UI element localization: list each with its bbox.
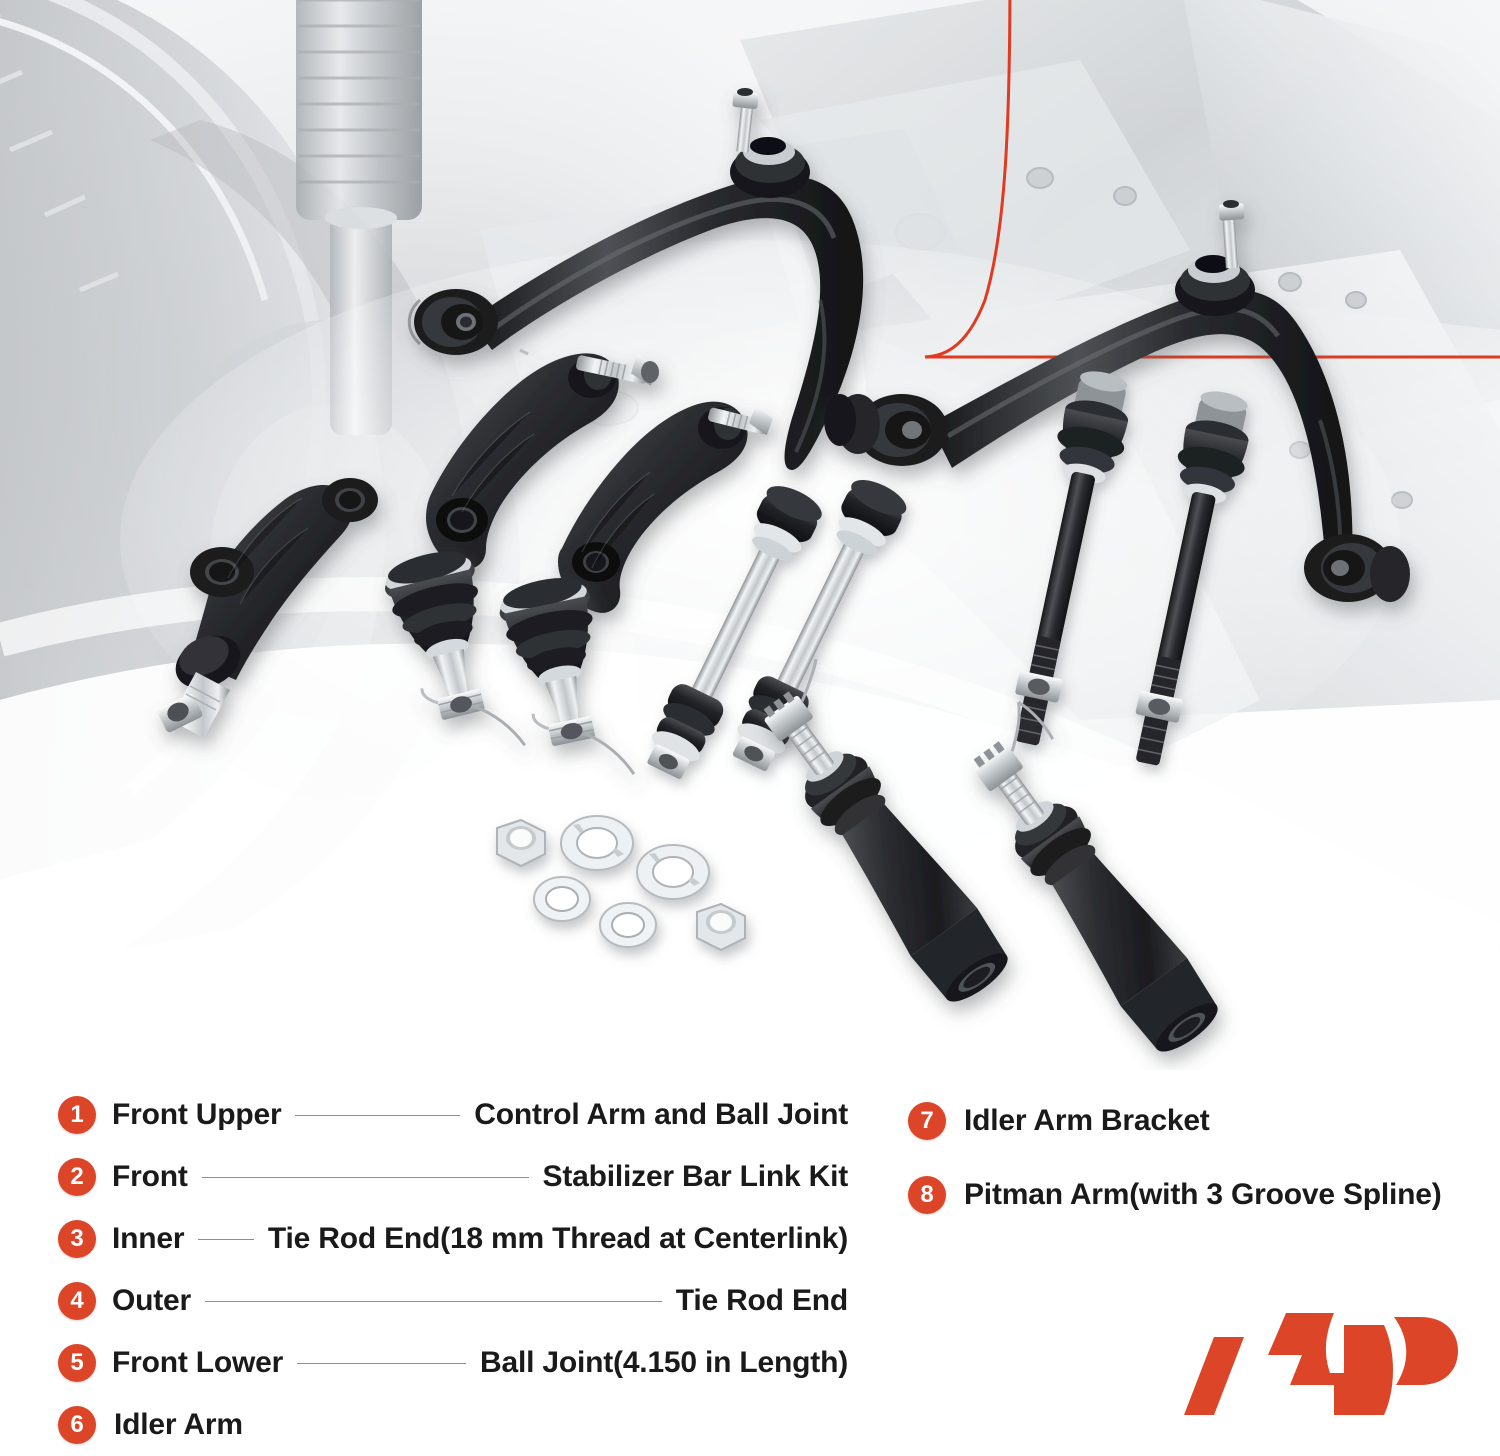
front-upper-control-arm-right	[824, 200, 1410, 602]
legend-badge-6: 6	[58, 1406, 96, 1444]
legend-label-1-pre: Front Upper	[112, 1098, 282, 1131]
legend-label-3-post: Tie Rod End(18 mm Thread at Centerlink)	[267, 1222, 848, 1255]
front-upper-control-arm-left	[407, 88, 864, 470]
legend-label-1-post: Control Arm and Ball Joint	[474, 1098, 848, 1131]
legend-badge-1: 1	[58, 1096, 96, 1134]
legend-label-6-pre: Idler Arm	[114, 1408, 243, 1441]
idler-arm-eye	[190, 547, 254, 597]
legend-rule-3	[198, 1238, 254, 1240]
pitman-arm-stud	[519, 348, 659, 398]
control-arm-ball-joint	[1175, 200, 1255, 316]
legend-label-2-post: Stabilizer Bar Link Kit	[542, 1160, 849, 1193]
idler-arm-eye	[322, 478, 378, 522]
product-photo	[0, 0, 1500, 1070]
outer-tie-rod-end-2	[973, 700, 1218, 1052]
hardware-washer-1	[533, 876, 591, 922]
legend-left-column: 1 Front Upper Control Arm and Ball Joint…	[58, 1084, 848, 1456]
legend-badge-7: 7	[908, 1102, 946, 1140]
inner-tie-rod-end-2	[1135, 391, 1249, 766]
legend-item-6: 6 Idler Arm	[58, 1394, 848, 1456]
legend-label-5-post: Ball Joint(4.150 in Length)	[480, 1346, 848, 1379]
inner-tie-rod-end-1	[1015, 371, 1129, 746]
control-arm-bushing	[407, 289, 498, 355]
legend-item-4: 4 Outer Tie Rod End	[58, 1270, 848, 1332]
hardware-hex-nut-1	[496, 818, 546, 868]
idler-arm-stud	[157, 635, 241, 738]
control-arm-ball-joint	[730, 88, 810, 198]
stabilizer-bar-link-2	[732, 479, 907, 771]
legend-label-3-pre: Inner	[112, 1222, 185, 1255]
front-lower-ball-joint-2	[499, 578, 636, 775]
legend-label-4-post: Tie Rod End	[675, 1284, 848, 1317]
front-lower-ball-joint-1	[384, 551, 527, 747]
legend-label-2-pre: Front	[112, 1160, 188, 1193]
legend-badge-2: 2	[58, 1158, 96, 1196]
legend-rule-2	[201, 1176, 529, 1178]
brand-logo-icon	[1184, 1313, 1458, 1415]
legend-label-5-pre: Front Lower	[112, 1346, 284, 1379]
legend-badge-4: 4	[58, 1282, 96, 1320]
control-arm-bushing	[1304, 534, 1410, 602]
legend-item-1: 1 Front Upper Control Arm and Ball Joint	[58, 1084, 848, 1146]
legend-badge-8: 8	[908, 1176, 946, 1214]
legend-rule-5	[297, 1362, 467, 1364]
legend-item-8: 8 Pitman Arm(with 3 Groove Spline)	[908, 1158, 1468, 1232]
outer-tie-rod-end-1	[763, 658, 1008, 1002]
idler-arm-bracket	[558, 401, 773, 613]
legend-right-column: 7 Idler Arm Bracket 8 Pitman Arm(with 3 …	[908, 1084, 1468, 1232]
parts-legend: 1 Front Upper Control Arm and Ball Joint…	[0, 1070, 1500, 1444]
parts-layer	[157, 88, 1410, 1052]
legend-item-3: 3 Inner Tie Rod End(18 mm Thread at Cent…	[58, 1208, 848, 1270]
stabilizer-bar-link-1	[647, 486, 822, 779]
legend-label-8-pre: Pitman Arm(with 3 Groove Spline)	[964, 1178, 1442, 1211]
legend-label-4-pre: Outer	[112, 1284, 192, 1317]
legend-badge-3: 3	[58, 1220, 96, 1258]
pitman-arm	[426, 348, 659, 570]
legend-rule-1	[295, 1114, 461, 1116]
legend-item-7: 7 Idler Arm Bracket	[908, 1084, 1468, 1158]
legend-label-7-pre: Idler Arm Bracket	[964, 1104, 1210, 1137]
hardware-hex-nut-2	[696, 902, 746, 952]
hardware-washer-2	[599, 902, 657, 948]
legend-rule-4	[205, 1300, 662, 1302]
legend-item-5: 5 Front Lower Ball Joint(4.150 in Length…	[58, 1332, 848, 1394]
idler-arm	[157, 478, 378, 738]
hardware-tab-washer-2	[636, 844, 710, 900]
hardware-tab-washer-1	[560, 815, 634, 871]
legend-item-2: 2 Front Stabilizer Bar Link Kit	[58, 1146, 848, 1208]
idler-bracket-stud	[698, 405, 773, 449]
control-arm-bushing	[824, 394, 948, 466]
legend-badge-5: 5	[58, 1344, 96, 1382]
